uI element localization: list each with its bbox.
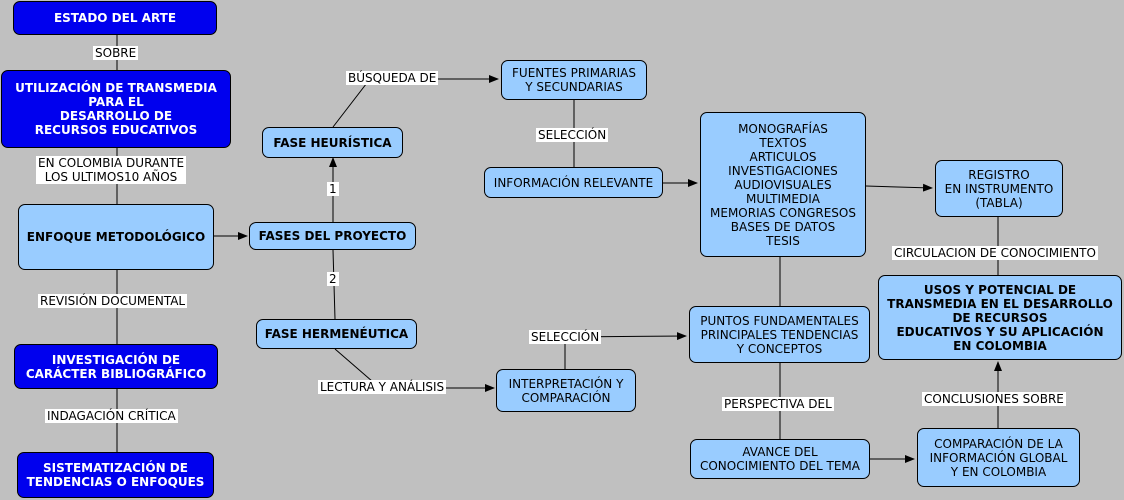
node-informacion-relevante: INFORMACIÓN RELEVANTE [484, 167, 663, 198]
arrow-heuristica-fuentes [332, 75, 499, 128]
label-fase-1: 1 [327, 182, 339, 196]
text-line: INFORMACIÓN GLOBAL [929, 450, 1068, 465]
text-line: INDAGACIÓN CRÍTICA [47, 409, 176, 423]
text-line: DESARROLLO DE [59, 109, 173, 123]
text-line: USOS Y POTENCIAL DE [923, 282, 1077, 297]
text-line: COMPARACIÓN [521, 390, 611, 405]
label-sobre: SOBRE [93, 46, 139, 60]
text-line: ENFOQUE METODOLÓGICO [26, 230, 206, 244]
text-line: 2 [329, 272, 337, 286]
text-line: PARA EL [88, 95, 144, 109]
text-line: BÚSQUEDA DE [348, 71, 437, 85]
text-line: UTILIZACIÓN DE TRANSMEDIA [15, 81, 217, 95]
text-line: TENDENCIAS O ENFOQUES [26, 475, 205, 489]
text-line: REGISTRO [968, 167, 1030, 182]
text-line: CIRCULACION DE CONOCIMIENTO [894, 246, 1096, 260]
text-line: TESIS [766, 233, 800, 248]
text-line: Y EN COLOMBIA [950, 464, 1047, 479]
text-line: FASE HERMENÉUTICA [264, 327, 409, 341]
label-fase-2: 2 [327, 272, 339, 286]
text-line: ARTICULOS [749, 149, 817, 164]
text-line: COMPARACIÓN DE LA [934, 436, 1063, 451]
label-revision-documental: REVISIÓN DOCUMENTAL [38, 294, 188, 308]
node-enfoque-metodologico: ENFOQUE METODOLÓGICO [18, 204, 214, 270]
node-estado-del-arte: ESTADO DEL ARTE [13, 1, 217, 35]
node-fase-hermeneutica: FASE HERMENÉUTICA [256, 319, 417, 349]
text-line: EN COLOMBIA DURANTE [38, 156, 185, 170]
text-line: RECURSOS EDUCATIVOS [34, 123, 198, 137]
text-line: TRANSMEDIA EN EL DESARROLLO [887, 296, 1113, 311]
label-busqueda-de: BÚSQUEDA DE [346, 71, 439, 85]
text-line: INVESTIGACIÓN DE [51, 352, 181, 367]
text-line: MEMORIAS CONGRESOS [710, 205, 856, 220]
text-line: TEXTOS [759, 135, 807, 150]
text-line: Y SECUNDARIAS [525, 80, 623, 94]
text-line: EN COLOMBIA [953, 338, 1047, 353]
text-line: Y CONCEPTOS [736, 341, 823, 356]
text-line: SOBRE [95, 46, 137, 60]
label-seleccion-2: SELECCIÓN [529, 330, 602, 344]
text-line: CONOCIMIENTO DEL TEMA [699, 459, 860, 473]
label-conclusiones-sobre: CONCLUSIONES SOBRE [922, 392, 1066, 406]
text-line: AVANCE DEL [742, 445, 818, 459]
text-line: INFORMACIÓN RELEVANTE [493, 175, 654, 190]
label-perspectiva-del: PERSPECTIVA DEL [722, 397, 834, 411]
text-line: SISTEMATIZACIÓN DE [43, 461, 188, 475]
text-line: SELECCIÓN [531, 330, 600, 344]
text-line: SELECCIÓN [538, 128, 607, 142]
text-line: AUDIOVISUALES [734, 177, 832, 192]
text-line: LECTURA Y ANÁLISIS [320, 380, 445, 394]
text-line: 1 [329, 182, 337, 196]
text-line: CARÁCTER BIBLIOGRÁFICO [25, 366, 207, 381]
text-line: FUENTES PRIMARIAS [512, 66, 636, 80]
node-fases-del-proyecto: FASES DEL PROYECTO [249, 222, 416, 250]
text-line: MULTIMEDIA [746, 191, 820, 206]
label-indagacion-critica: INDAGACIÓN CRÍTICA [45, 409, 178, 423]
text-line: BASES DE DATOS [730, 219, 836, 234]
text-line: INVESTIGACIONES [728, 163, 838, 178]
text-line: PRINCIPALES TENDENCIAS [700, 327, 859, 342]
text-line: MONOGRAFÍAS [738, 121, 828, 136]
text-line: REVISIÓN DOCUMENTAL [40, 294, 186, 308]
label-seleccion-1: SELECCIÓN [536, 128, 609, 142]
label-circulacion-conocimiento: CIRCULACION DE CONOCIMIENTO [892, 246, 1098, 260]
arrow-monografias-registro [865, 183, 933, 192]
text-line: PUNTOS FUNDAMENTALES [700, 313, 859, 328]
text-line: LOS ULTIMOS10 AÑOS [44, 170, 178, 184]
node-fase-heuristica: FASE HEURÍSTICA [262, 127, 403, 158]
text-line: (TABLA) [975, 195, 1023, 210]
text-line: DE RECURSOS [952, 310, 1048, 325]
text-line: CONCLUSIONES SOBRE [924, 392, 1064, 406]
label-lectura-analisis: LECTURA Y ANÁLISIS [318, 380, 447, 394]
text-line: PERSPECTIVA DEL [724, 397, 832, 411]
text-line: EDUCATIVOS Y SU APLICACIÓN [896, 324, 1104, 339]
text-line: FASE HEURÍSTICA [273, 135, 392, 150]
text-line: EN INSTRUMENTO [944, 181, 1054, 196]
text-line: ESTADO DEL ARTE [53, 11, 177, 25]
text-line: FASES DEL PROYECTO [258, 229, 407, 243]
text-line: INTERPRETACIÓN Y [508, 376, 624, 391]
